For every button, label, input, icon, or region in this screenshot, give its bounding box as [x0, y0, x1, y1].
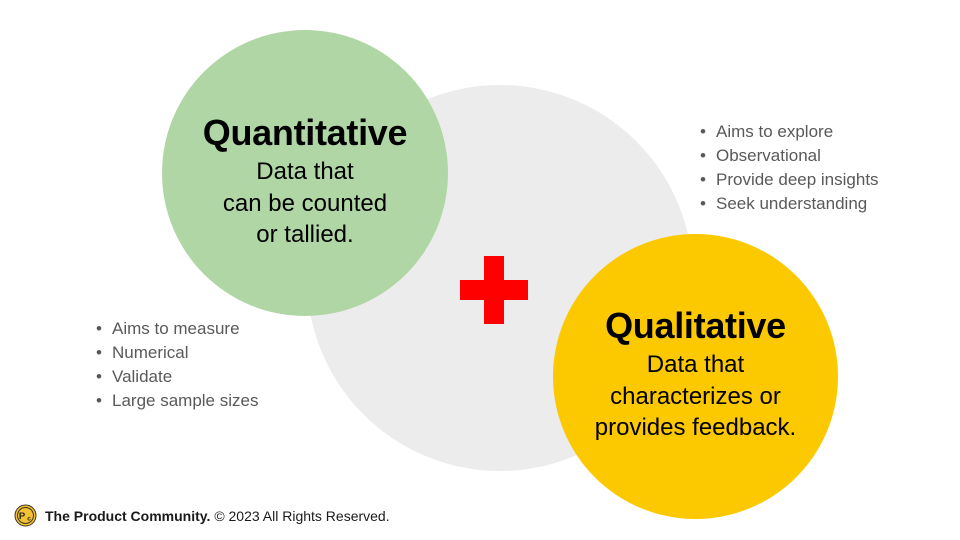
list-item: Provide deep insights	[700, 168, 879, 192]
list-item: Numerical	[96, 341, 258, 365]
quantitative-description-line-3: or tallied.	[256, 220, 354, 248]
qualitative-description-line-2: characterizes or	[610, 382, 781, 410]
svg-text:c: c	[27, 516, 31, 523]
qualitative-description-line-1: Data that	[646, 351, 745, 379]
quantitative-label-group: Quantitative Data that can be counted or…	[162, 112, 448, 250]
qualitative-bullet-list: Aims to explore Observational Provide de…	[700, 120, 879, 216]
list-item: Aims to measure	[96, 317, 258, 341]
list-item: Validate	[96, 365, 258, 389]
quantitative-description-line-2: can be counted	[222, 189, 388, 217]
product-community-logo-icon: P c	[14, 504, 37, 527]
list-item: Observational	[700, 144, 879, 168]
plus-icon	[460, 256, 528, 324]
list-item: Aims to explore	[700, 120, 879, 144]
quantitative-description-line-1: Data that	[256, 158, 354, 186]
list-item: Seek understanding	[700, 192, 879, 216]
qualitative-title: Qualitative	[605, 305, 786, 346]
footer-text: The Product Community. © 2023 All Rights…	[45, 508, 390, 524]
qualitative-circle[interactable]	[553, 234, 838, 519]
qualitative-label-group: Qualitative Data that characterizes or p…	[553, 305, 838, 443]
quantitative-title: Quantitative	[202, 112, 408, 153]
list-item: Large sample sizes	[96, 389, 258, 413]
footer: P c The Product Community. © 2023 All Ri…	[14, 504, 390, 527]
quantitative-bullet-list: Aims to measure Numerical Validate Large…	[96, 317, 258, 413]
footer-brand-name: The Product Community.	[45, 507, 211, 524]
footer-copyright: © 2023 All Rights Reserved.	[214, 507, 390, 524]
quantitative-circle[interactable]	[162, 30, 448, 316]
qualitative-description-line-3: provides feedback.	[594, 413, 797, 441]
svg-text:P: P	[19, 511, 26, 522]
plus-icon-vertical-bar	[484, 256, 504, 324]
